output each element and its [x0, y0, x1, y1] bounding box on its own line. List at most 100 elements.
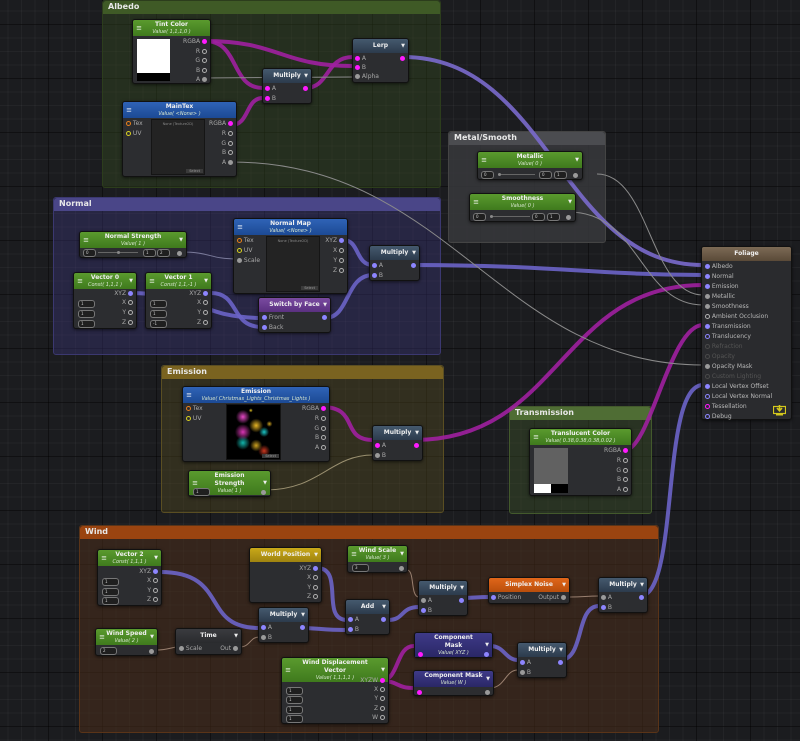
node-metallic[interactable]: ≡ Metallic Value( 0 ) ▼ 0 0 1 [477, 151, 583, 180]
port-dot[interactable] [228, 121, 233, 126]
node-header[interactable]: Component Mask Value( W ) ▼ [414, 671, 493, 687]
port-dot[interactable] [380, 696, 385, 701]
output-input-transmission[interactable]: Transmission [705, 322, 789, 332]
node-wind-displacement-vector[interactable]: ≡ Wind Displacement Vector Value( 1,1,1,… [281, 657, 389, 724]
input-b[interactable]: B [421, 607, 432, 615]
port-dot[interactable] [375, 443, 380, 448]
output-port[interactable] [485, 690, 490, 695]
input-b[interactable]: B [355, 64, 366, 72]
menu-icon[interactable]: ≡ [186, 391, 192, 399]
output-z[interactable]: Z [147, 596, 158, 604]
output-xyz[interactable]: XYZ [114, 290, 133, 298]
node-translucent-color[interactable]: ≡ Translucent Color Value( 0.38,0.38,0.3… [529, 428, 632, 496]
output-node-foliage[interactable]: Foliage Albedo Normal Emission Metallic … [701, 246, 792, 420]
max-field[interactable]: 1 [554, 171, 567, 179]
output-y[interactable]: Y [197, 309, 208, 317]
output-input-custom-lighting[interactable]: Custom Lighting [705, 372, 789, 382]
node-header[interactable]: Multiply▼ [419, 581, 467, 595]
menu-icon[interactable]: ≡ [77, 277, 83, 285]
port-dot[interactable] [705, 344, 710, 349]
value-field[interactable]: 3 [352, 564, 369, 572]
input-a[interactable]: A [421, 597, 432, 605]
port-dot[interactable] [558, 660, 563, 665]
select-button[interactable]: Select [262, 454, 279, 458]
port-dot[interactable] [300, 625, 305, 630]
port-dot[interactable] [228, 150, 233, 155]
dropdown-icon[interactable]: ▼ [204, 278, 208, 284]
port-dot[interactable] [623, 448, 628, 453]
node-header[interactable]: ≡ Vector 1 Const( 1,1,-1 ) ▼ [146, 273, 211, 289]
input-uv[interactable]: UV [186, 415, 201, 423]
port-dot[interactable] [153, 597, 158, 602]
port-dot[interactable] [202, 39, 207, 44]
node-normal-map[interactable]: ≡ Normal Map Value( <None> ) Tex UV Scal… [233, 218, 348, 294]
node-multiply-normal[interactable]: Multiply▼ A B [369, 245, 420, 281]
dropdown-icon[interactable]: ▼ [304, 73, 308, 79]
output[interactable] [414, 442, 419, 450]
node-header[interactable]: ≡ Wind Displacement Vector Value( 1,1,1,… [282, 658, 388, 682]
node-header[interactable]: ≡ Emission Value( Christmas_Lights_Chris… [183, 387, 329, 403]
output-input-tessellation[interactable]: Tessellation [705, 402, 789, 412]
dropdown-icon[interactable]: ▼ [382, 604, 386, 610]
menu-icon[interactable]: ≡ [149, 277, 155, 285]
value-field[interactable]: 0 [83, 249, 96, 257]
node-header[interactable]: Foliage [702, 247, 791, 261]
node-header[interactable]: ≡ Metallic Value( 0 ) ▼ [478, 152, 582, 168]
node-multiply-wind-noise[interactable]: Multiply▼ A B [418, 580, 468, 616]
port-dot[interactable] [355, 74, 360, 79]
port-dot[interactable] [261, 635, 266, 640]
port-dot[interactable] [705, 324, 710, 329]
port-dot[interactable] [381, 617, 386, 622]
output[interactable] [300, 624, 305, 632]
output[interactable] [411, 262, 416, 270]
node-multiply-wind-mask[interactable]: Multiply▼ A B [517, 642, 567, 678]
output-r[interactable]: R [315, 415, 326, 423]
node-multiply-albedo[interactable]: Multiply▼ A B [262, 68, 312, 104]
output-port[interactable] [573, 173, 578, 178]
output-port[interactable] [177, 251, 182, 256]
input-scale[interactable]: Scale [179, 645, 202, 653]
node-header[interactable]: Component Mask Value( XYZ ) ▼ [415, 633, 492, 657]
node-smoothness[interactable]: ≡ Smoothness Value( 0 ) ▼ 0 0 1 [469, 193, 576, 222]
node-world-position[interactable]: World Position▼ XYZ X Y Z [249, 547, 322, 603]
output-input-normal[interactable]: Normal [705, 272, 789, 282]
slider-knob[interactable] [490, 215, 493, 218]
output-z[interactable]: Z [122, 319, 133, 327]
output-y[interactable]: Y [307, 584, 318, 592]
output-r[interactable]: R [222, 130, 233, 138]
port-dot[interactable] [126, 121, 131, 126]
port-dot[interactable] [421, 608, 426, 613]
dropdown-icon[interactable]: ▼ [562, 582, 566, 588]
port-dot[interactable] [411, 263, 416, 268]
node-header[interactable]: ≡ Wind Speed Value( 2 ) ▼ [96, 629, 157, 645]
port-dot[interactable] [348, 617, 353, 622]
port-dot[interactable] [400, 56, 405, 61]
port-dot[interactable] [321, 435, 326, 440]
port-dot[interactable] [705, 394, 710, 399]
input-a[interactable]: A [261, 624, 272, 632]
input-a[interactable]: A [520, 659, 531, 667]
slider-knob[interactable] [498, 173, 501, 176]
output-a[interactable]: A [222, 159, 233, 167]
node-header[interactable]: ≡ Translucent Color Value( 0.38,0.38,0.3… [530, 429, 631, 445]
output-input-local-vertex-offset[interactable]: Local Vertex Offset [705, 382, 789, 392]
menu-icon[interactable]: ≡ [136, 24, 142, 32]
output-xyz[interactable]: XYZ [325, 237, 344, 245]
port-dot[interactable] [705, 374, 710, 379]
port-dot[interactable] [705, 304, 710, 309]
output-xyzw[interactable]: XYZW [360, 677, 385, 685]
node-multiply-wind-speed[interactable]: Multiply▼ A B [258, 607, 309, 643]
port-dot[interactable] [153, 569, 158, 574]
output-input-ambient-occlusion[interactable]: Ambient Occlusion [705, 312, 789, 322]
input-uv[interactable]: UV [126, 130, 141, 138]
input-a[interactable]: A [375, 442, 386, 450]
port-dot[interactable] [561, 595, 566, 600]
output-x[interactable]: X [197, 299, 208, 307]
port-dot[interactable] [339, 258, 344, 263]
download-monitor-icon[interactable] [772, 401, 787, 416]
output[interactable] [459, 597, 464, 605]
port-dot[interactable] [228, 141, 233, 146]
node-header[interactable]: ≡ Normal Strength Value( 1 ) ▼ [80, 232, 186, 248]
output-port[interactable] [566, 215, 571, 220]
input-a[interactable]: A [265, 85, 276, 93]
